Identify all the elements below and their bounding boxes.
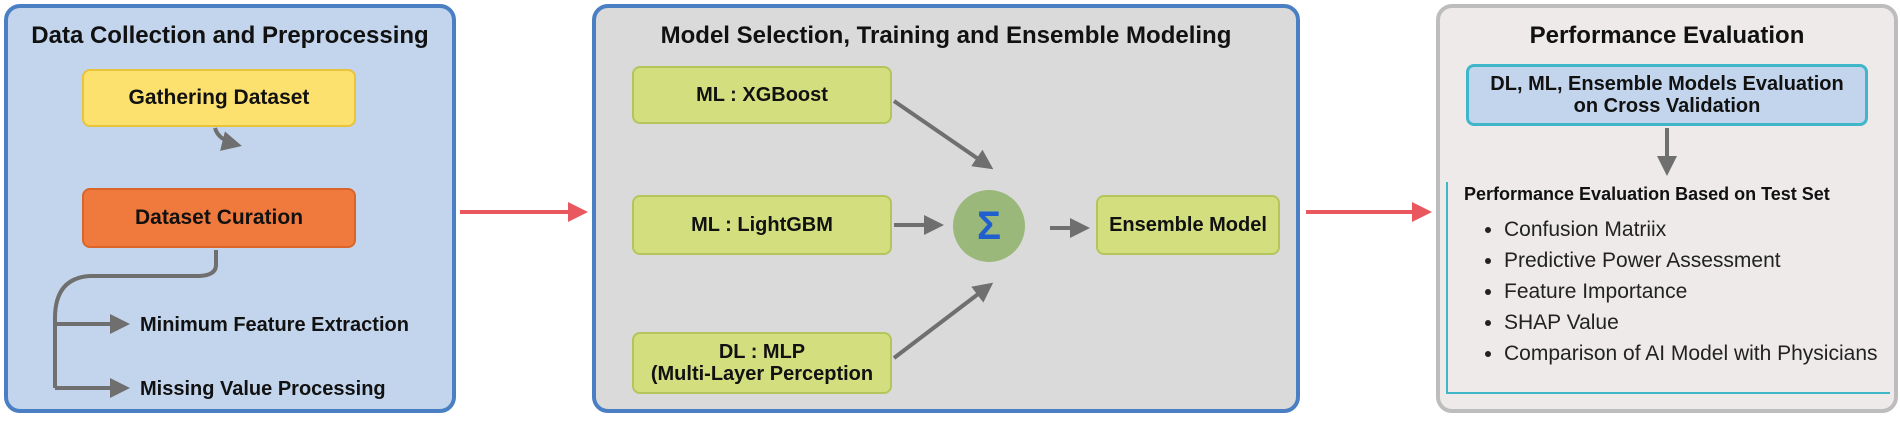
ensemble-model-box: Ensemble Model (1096, 195, 1280, 255)
dataset-curation-box: Dataset Curation (82, 188, 356, 248)
minimum-feature-extraction-label: Minimum Feature Extraction (140, 314, 409, 336)
gathering-dataset-box: Gathering Dataset (82, 69, 356, 127)
evaluation-items-list: Confusion Matriix Predictive Power Asses… (1474, 214, 1900, 366)
lightgbm-box: ML : LightGBM (632, 195, 892, 255)
mlp-line2: (Multi-Layer Perception (650, 363, 874, 385)
cv-line2: on Cross Validation (1573, 95, 1761, 117)
list-item: SHAP Value (1504, 307, 1900, 338)
data-collection-title: Data Collection and Preprocessing (31, 22, 429, 49)
model-selection-title: Model Selection, Training and Ensemble M… (660, 22, 1232, 49)
missing-value-processing-label: Missing Value Processing (140, 378, 386, 400)
list-item: Feature Importance (1504, 276, 1900, 307)
cv-line1: DL, ML, Ensemble Models Evaluation (1490, 73, 1844, 95)
mlp-line1: DL : MLP (718, 341, 806, 363)
list-item: Confusion Matriix (1504, 214, 1900, 245)
test-set-evaluation-title: Performance Evaluation Based on Test Set (1464, 184, 1830, 204)
mlp-to-sigma-arrow (892, 282, 994, 360)
sigma-icon: Σ (953, 190, 1025, 262)
list-item: Comparison of AI Model with Physicians (1504, 338, 1900, 366)
xgboost-to-sigma-arrow (892, 99, 994, 170)
performance-evaluation-title: Performance Evaluation (1529, 22, 1805, 49)
xgboost-box: ML : XGBoost (632, 66, 892, 124)
gathering-to-curation-arrow (213, 127, 242, 151)
cross-validation-box: DL, ML, Ensemble Models Evaluation on Cr… (1466, 64, 1868, 126)
list-item: Predictive Power Assessment (1504, 245, 1900, 276)
curation-to-features-connector (53, 250, 218, 388)
mlp-box: DL : MLP (Multi-Layer Perception (632, 332, 892, 394)
test-set-evaluation-bracket (1446, 182, 1890, 394)
